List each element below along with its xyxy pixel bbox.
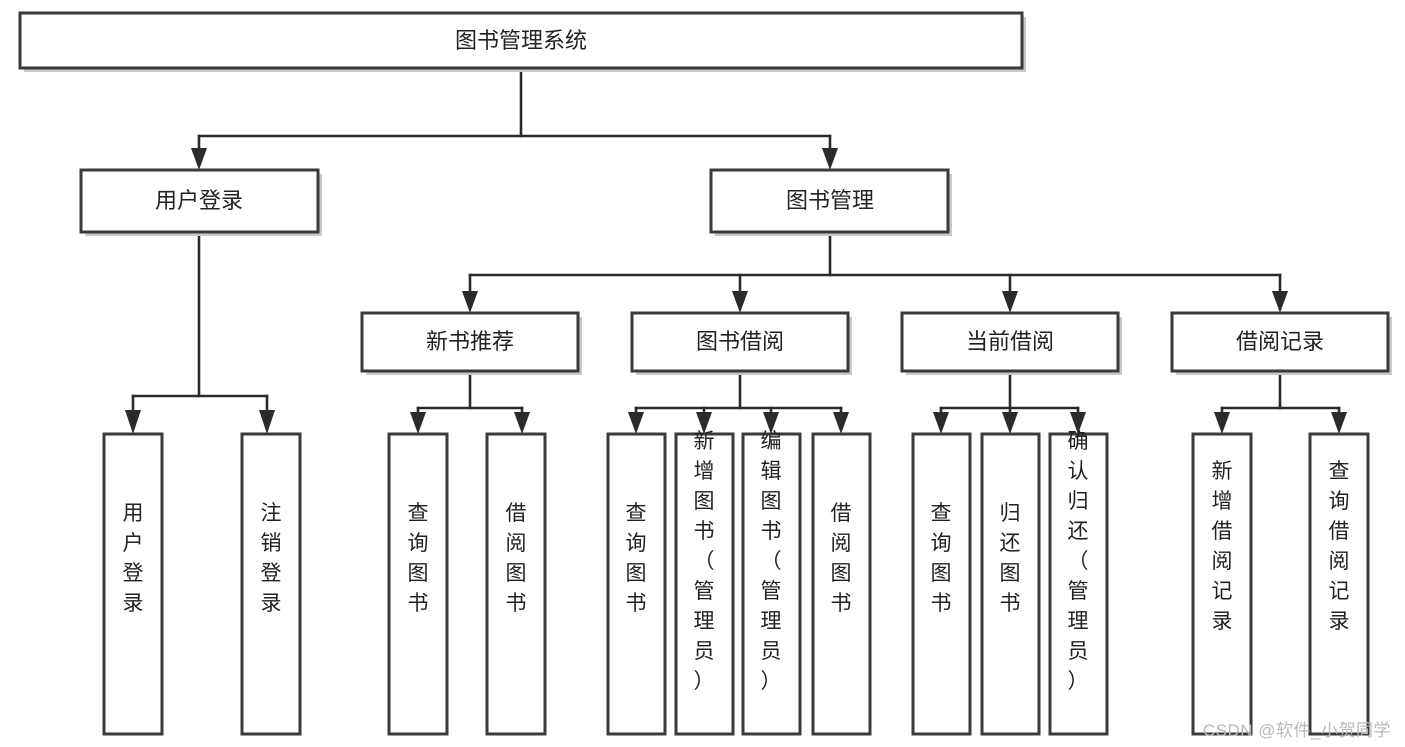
node-new-book-recommend[interactable]: 新书推荐: [360, 311, 582, 375]
arrow-borrow-l4: [833, 412, 849, 434]
node-borrow-record-rect[interactable]: [1170, 311, 1390, 373]
node-book-borrow-label: 图书借阅: [696, 329, 784, 354]
arrow-current-l2: [1002, 412, 1018, 434]
leaf-borrow-borrow-book-rect[interactable]: [811, 432, 872, 736]
leaf-recommend-borrow-book[interactable]: 借阅图书: [485, 432, 547, 736]
node-book-borrow-rect[interactable]: [630, 311, 850, 373]
leaf-borrow-edit-book[interactable]: 编辑图书（管理员）: [741, 430, 802, 736]
node-user-login-label: 用户登录: [155, 188, 243, 213]
leaf-user-login-signout-label: 注销登录: [261, 502, 282, 615]
leaf-current-return-book-rect[interactable]: [980, 432, 1041, 736]
leaf-borrow-add-book-label: 新增图书（管理员）: [694, 430, 715, 693]
leaf-borrow-query-book-label: 查询图书: [626, 502, 647, 615]
leaf-current-query-book-rect[interactable]: [911, 432, 972, 736]
leaf-user-login-signin[interactable]: 用户登录: [102, 432, 164, 736]
leaf-recommend-borrow-book-rect[interactable]: [485, 432, 547, 736]
arrow-book-mgmt-c3: [1002, 291, 1018, 313]
arrow-root-to-user-login: [191, 148, 207, 170]
arrow-borrow-l2: [696, 412, 712, 434]
node-borrow-record-label: 借阅记录: [1236, 329, 1324, 354]
node-book-management-label: 图书管理: [786, 188, 874, 213]
arrow-current-l3: [1070, 412, 1086, 434]
node-root-rect[interactable]: [18, 11, 1024, 70]
leaf-recommend-query-book[interactable]: 查询图书: [387, 432, 449, 736]
leaf-borrow-add-book[interactable]: 新增图书（管理员）: [674, 430, 735, 736]
node-root-label: 图书管理系统: [455, 28, 587, 53]
leaf-borrow-query-book-rect[interactable]: [606, 432, 667, 736]
connector-layer: [125, 66, 1347, 434]
leaf-record-query-record[interactable]: 查询借阅记录: [1308, 432, 1370, 736]
leaf-borrow-edit-book-label: 编辑图书（管理员）: [761, 430, 782, 693]
arrow-record-l1: [1214, 412, 1230, 434]
leaf-current-confirm-return-label: 确认归还（管理员）: [1068, 430, 1089, 693]
node-current-borrow-label: 当前借阅: [966, 329, 1054, 354]
arrow-user-login-l1: [125, 410, 141, 434]
node-book-management-rect[interactable]: [709, 168, 950, 234]
node-new-book-recommend-rect[interactable]: [360, 311, 580, 373]
leaf-user-login-signout[interactable]: 注销登录: [240, 432, 302, 736]
node-new-book-recommend-label: 新书推荐: [426, 329, 514, 354]
leaf-borrow-borrow-book-label: 借阅图书: [831, 502, 852, 615]
arrow-record-l2: [1331, 412, 1347, 434]
leaf-record-query-record-rect[interactable]: [1308, 432, 1370, 736]
leaf-record-add-record[interactable]: 新增借阅记录: [1191, 432, 1253, 736]
leaf-record-query-record-label: 查询借阅记录: [1329, 460, 1350, 633]
leaf-record-add-record-rect[interactable]: [1191, 432, 1253, 736]
arrow-book-mgmt-c1: [462, 291, 478, 313]
arrow-recommend-l2: [514, 412, 530, 434]
arrow-borrow-l3: [763, 412, 779, 434]
leaf-current-return-book-label: 归还图书: [1000, 502, 1021, 615]
arrow-book-mgmt-c2: [732, 291, 748, 313]
arrow-recommend-l1: [410, 412, 426, 434]
node-book-borrow[interactable]: 图书借阅: [630, 311, 852, 375]
node-root-system[interactable]: 图书管理系统: [18, 11, 1026, 72]
arrow-user-login-l2: [259, 410, 275, 434]
leaf-current-return-book[interactable]: 归还图书: [980, 432, 1041, 736]
node-current-borrow-rect[interactable]: [900, 311, 1120, 373]
node-user-login-rect[interactable]: [79, 168, 320, 234]
leaf-current-confirm-return[interactable]: 确认归还（管理员）: [1048, 430, 1109, 736]
arrow-book-mgmt-c4: [1272, 291, 1288, 313]
node-borrow-record[interactable]: 借阅记录: [1170, 311, 1392, 375]
leaf-current-query-book-label: 查询图书: [931, 502, 952, 615]
arrow-borrow-l1: [628, 412, 644, 434]
leaf-borrow-edit-book-rect[interactable]: [741, 432, 802, 736]
leaf-borrow-add-book-rect[interactable]: [674, 432, 735, 736]
leaf-recommend-borrow-book-label: 借阅图书: [506, 502, 527, 615]
node-user-login[interactable]: 用户登录: [79, 168, 322, 236]
node-book-management[interactable]: 图书管理: [709, 168, 952, 236]
leaf-user-login-signout-rect[interactable]: [240, 432, 302, 736]
leaf-recommend-query-book-rect[interactable]: [387, 432, 449, 736]
arrow-current-l1: [933, 412, 949, 434]
leaf-borrow-borrow-book[interactable]: 借阅图书: [811, 432, 872, 736]
leaf-current-query-book[interactable]: 查询图书: [911, 432, 972, 736]
node-current-borrow[interactable]: 当前借阅: [900, 311, 1122, 375]
leaf-user-login-signin-rect[interactable]: [102, 432, 164, 736]
leaf-recommend-query-book-label: 查询图书: [408, 502, 429, 615]
leaf-borrow-query-book[interactable]: 查询图书: [606, 432, 667, 736]
leaf-current-confirm-return-rect[interactable]: [1048, 432, 1109, 736]
leaf-user-login-signin-label: 用户登录: [123, 502, 144, 615]
arrow-root-to-book-mgmt: [822, 148, 838, 170]
leaf-record-add-record-label: 新增借阅记录: [1212, 460, 1233, 633]
